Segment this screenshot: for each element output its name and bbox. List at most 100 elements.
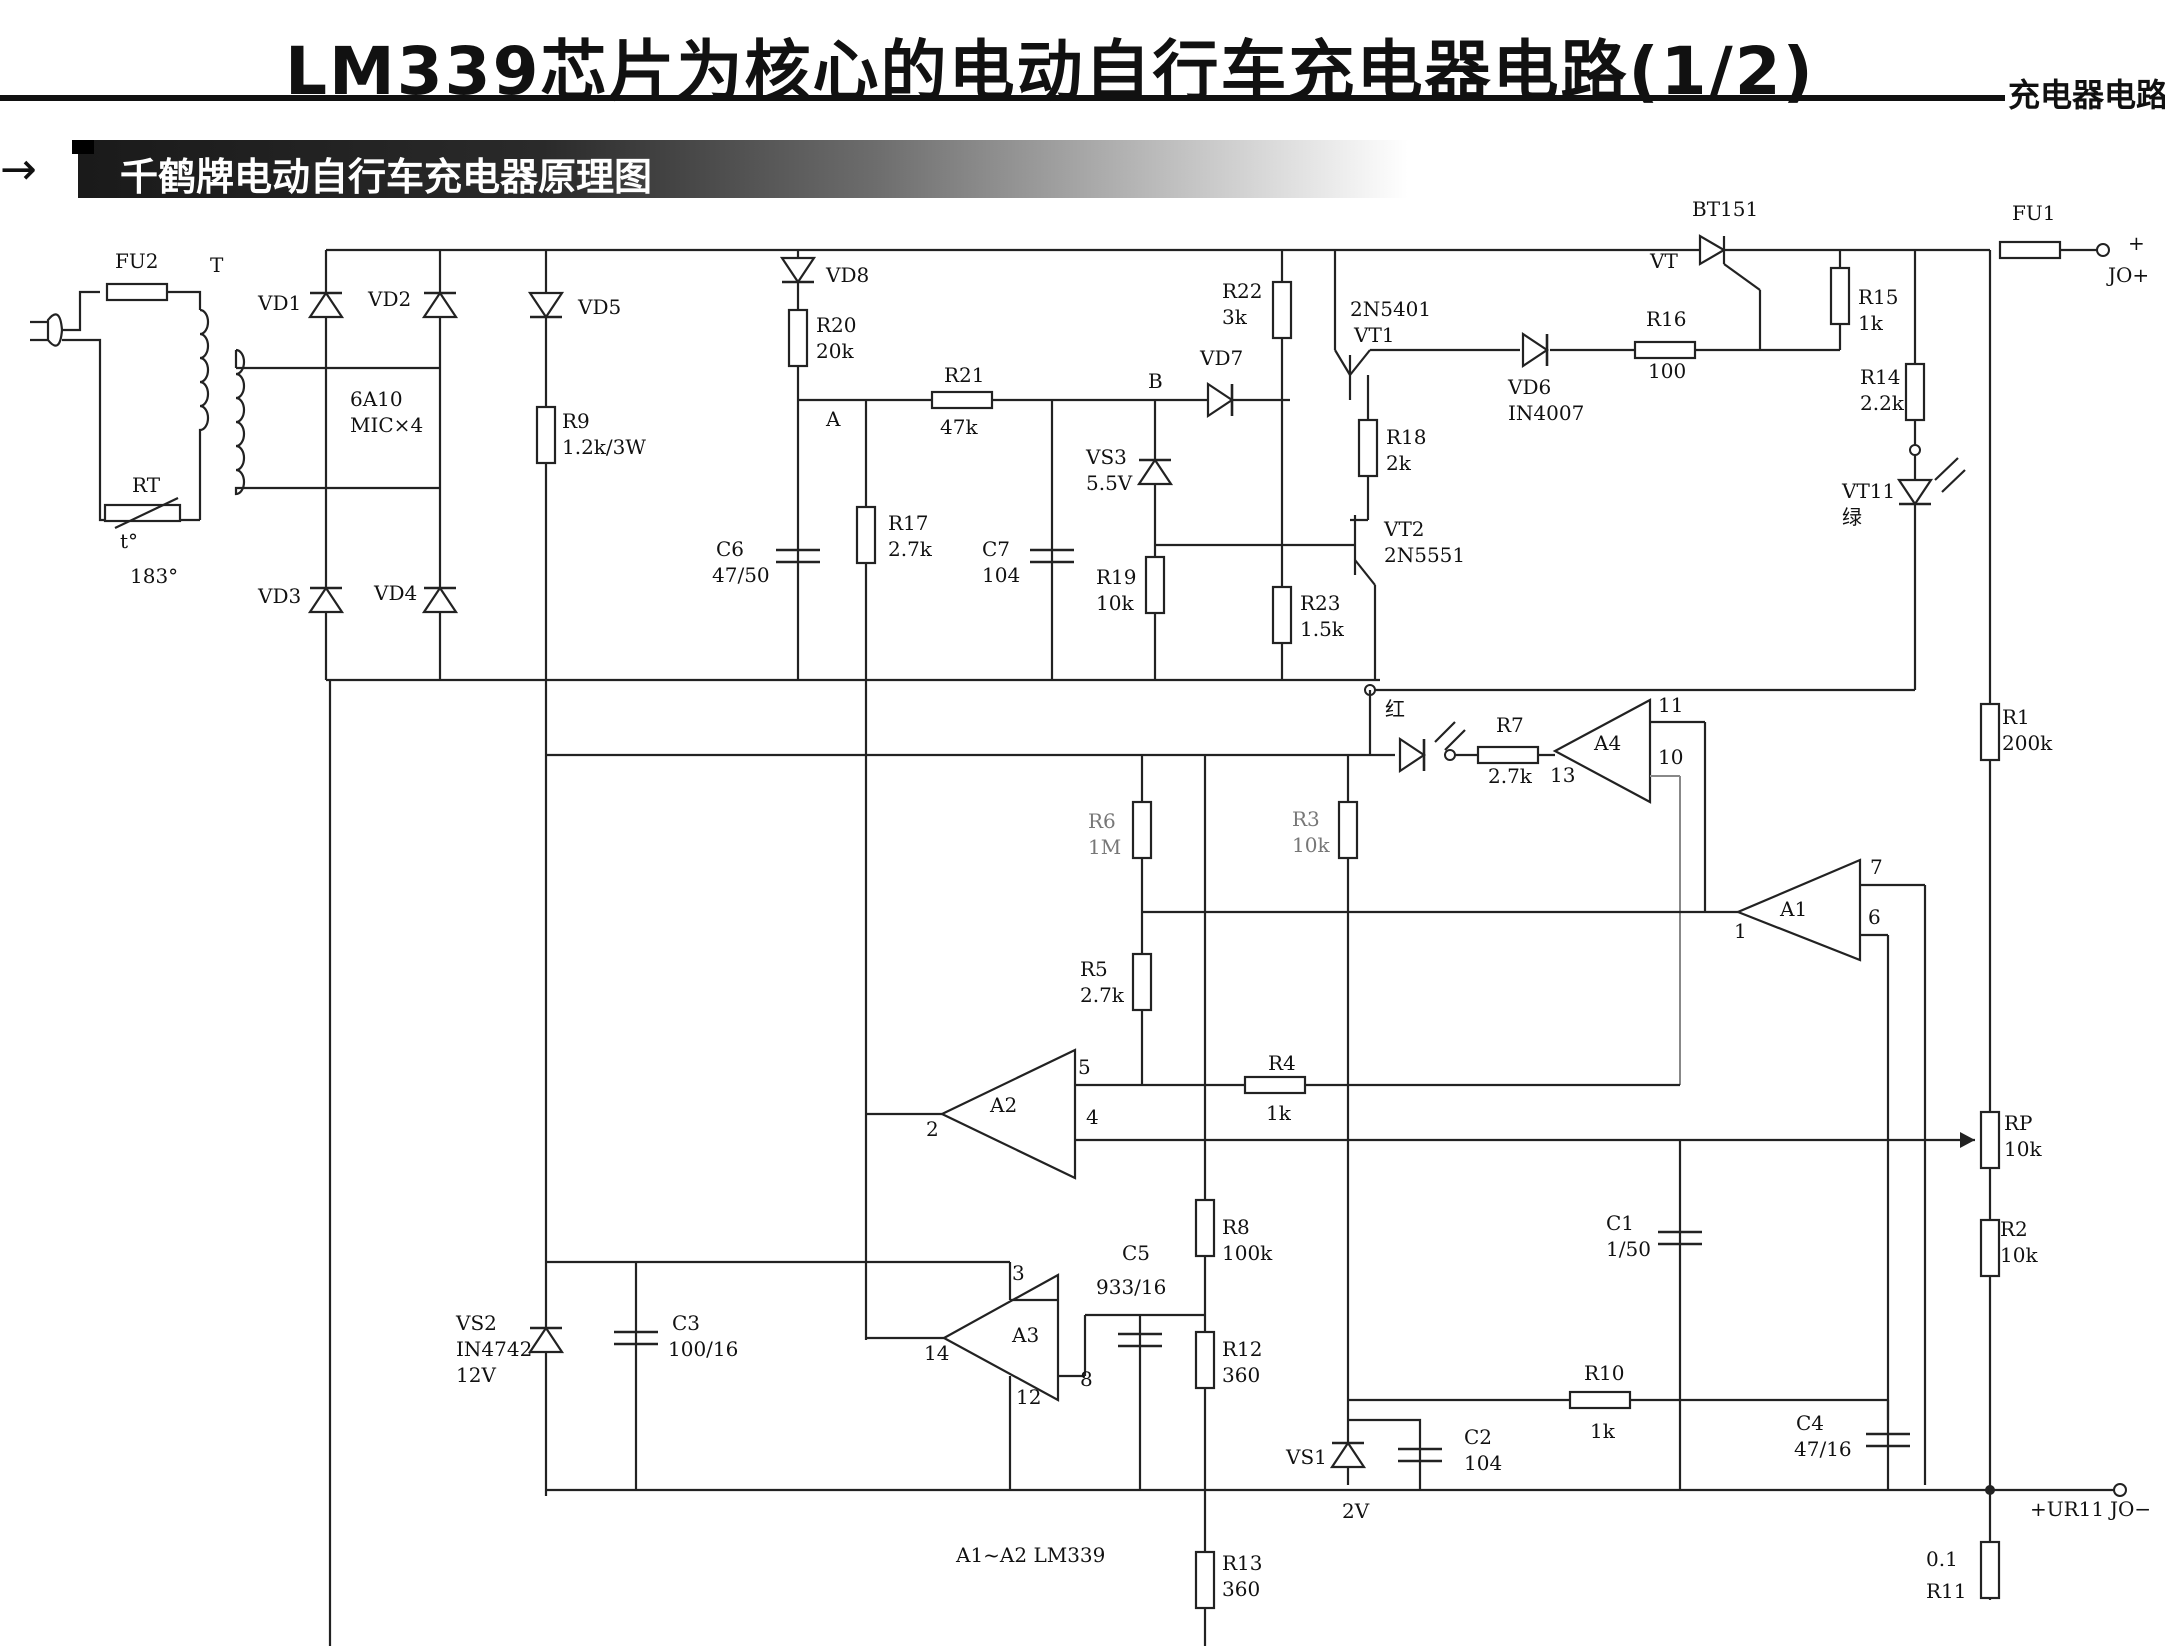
label-r7-val: 2.7k <box>1488 764 1533 788</box>
label-c5-val: 933/16 <box>1096 1275 1166 1299</box>
label-r15: R15 <box>1858 285 1899 309</box>
label-rp: RP <box>2004 1111 2033 1135</box>
label-r13: R13 <box>1222 1551 1263 1575</box>
label-a3-p14: 14 <box>924 1341 949 1365</box>
label-vd5: VD5 <box>577 295 621 319</box>
label-r8: R8 <box>1222 1215 1250 1239</box>
label-r21: R21 <box>944 363 985 387</box>
label-bridge-qty: MIC×4 <box>350 413 423 437</box>
label-vs2-val: IN4742 <box>456 1337 532 1361</box>
label-r15-val: 1k <box>1858 311 1884 335</box>
label-a4-p11: 11 <box>1658 693 1683 717</box>
label-rt-temp: 183° <box>130 564 178 588</box>
label-vt1: VT1 <box>1353 323 1395 347</box>
label-a1-p7: 7 <box>1870 855 1883 879</box>
label-r23: R23 <box>1300 591 1341 615</box>
label-c3: C3 <box>672 1311 700 1335</box>
label-t-symbol: t° <box>120 529 138 553</box>
label-c2-val: 104 <box>1464 1451 1502 1475</box>
label-bt151: BT151 <box>1692 200 1758 221</box>
label-vd8: VD8 <box>825 263 869 287</box>
label-a4: A4 <box>1593 731 1621 755</box>
label-r11: R11 <box>1926 1579 1967 1603</box>
label-vs1-v: 2V <box>1342 1499 1370 1523</box>
label-vs3-val: 5.5V <box>1086 471 1133 495</box>
label-vd7: VD7 <box>1199 346 1243 370</box>
label-a4-p10: 10 <box>1658 745 1683 769</box>
label-r18-val: 2k <box>1386 451 1412 475</box>
label-r14: R14 <box>1860 365 1901 389</box>
label-r22: R22 <box>1222 279 1263 303</box>
label-node-b: B <box>1148 369 1163 393</box>
label-r1-val: 200k <box>2002 731 2053 755</box>
label-r2-val: 10k <box>2000 1243 2038 1267</box>
section-tag: 充电器电路 <box>2008 76 2165 114</box>
label-a3-p8: 8 <box>1080 1367 1093 1391</box>
circuit-schematic: FU2 T RT t° 183° VD1 VD2 VD3 VD4 6A10 MI… <box>30 200 2151 1646</box>
label-r3: R3 <box>1292 807 1320 831</box>
label-r6-val: 1M <box>1088 835 1121 859</box>
label-vd1: VD1 <box>257 291 301 315</box>
label-r10: R10 <box>1584 1361 1625 1385</box>
label-c5: C5 <box>1122 1241 1150 1265</box>
subtitle: 千鹤牌电动自行车充电器原理图 <box>120 155 653 199</box>
label-c4: C4 <box>1796 1411 1824 1435</box>
label-r19: R19 <box>1096 565 1137 589</box>
label-a3-p3: 3 <box>1012 1261 1025 1285</box>
label-a2: A2 <box>989 1093 1017 1117</box>
label-jo-plus: JO+ <box>2106 263 2149 287</box>
label-ur11: +UR11 <box>2030 1497 2104 1521</box>
label-red: 红 <box>1385 697 1405 721</box>
label-r22-val: 3k <box>1222 305 1248 329</box>
label-r14-val: 2.2k <box>1860 391 1905 415</box>
label-r16-val: 100 <box>1648 359 1686 383</box>
label-r11-val: 0.1 <box>1926 1547 1958 1571</box>
label-rp-val: 10k <box>2004 1137 2042 1161</box>
label-r6: R6 <box>1088 809 1116 833</box>
label-vs2: VS2 <box>455 1311 497 1335</box>
label-vd6: VD6 <box>1507 375 1551 399</box>
label-a2-p2: 2 <box>926 1117 939 1141</box>
label-c2: C2 <box>1464 1425 1492 1449</box>
label-a1-p6: 6 <box>1868 905 1881 929</box>
label-r17-val: 2.7k <box>888 537 933 561</box>
label-rt: RT <box>132 473 161 497</box>
label-c4-val: 47/16 <box>1794 1437 1852 1461</box>
label-c7-val: 104 <box>982 563 1020 587</box>
label-bridge-type: 6A10 <box>350 387 403 411</box>
label-r23-val: 1.5k <box>1300 617 1345 641</box>
label-r12: R12 <box>1222 1337 1263 1361</box>
label-r9: R9 <box>562 409 590 433</box>
label-r2: R2 <box>2000 1217 2028 1241</box>
label-c7: C7 <box>982 537 1010 561</box>
label-fu1: FU1 <box>2012 201 2055 225</box>
vd5-r9-branch <box>528 250 564 1496</box>
label-vt1-type: 2N5401 <box>1350 297 1431 321</box>
input-section <box>30 282 440 529</box>
label-vt2: VT2 <box>1383 517 1425 541</box>
component-labels: FU2 T RT t° 183° VD1 VD2 VD3 VD4 6A10 MI… <box>115 200 2151 1603</box>
label-fu2: FU2 <box>115 249 158 273</box>
label-vt11-color: 绿 <box>1842 505 1862 529</box>
label-r20-val: 20k <box>816 339 854 363</box>
subtitle-banner <box>78 140 1408 198</box>
label-a3-p12: 12 <box>1016 1385 1041 1409</box>
label-r19-val: 10k <box>1096 591 1134 615</box>
label-r20: R20 <box>816 313 857 337</box>
label-vd4: VD4 <box>373 581 417 605</box>
label-a2-p4: 4 <box>1086 1105 1099 1129</box>
label-r10-val: 1k <box>1590 1419 1616 1443</box>
label-r17: R17 <box>888 511 929 535</box>
label-a1-p1: 1 <box>1734 919 1747 943</box>
timer-section <box>774 250 1310 1340</box>
label-c3-val: 100/16 <box>668 1337 738 1361</box>
label-r8-val: 100k <box>1222 1241 1273 1265</box>
label-a2-p5: 5 <box>1078 1055 1091 1079</box>
label-a4-p13: 13 <box>1550 763 1575 787</box>
title-rule <box>0 95 2005 101</box>
comparator-section <box>528 690 2127 1646</box>
label-vs1: VS1 <box>1285 1445 1327 1469</box>
label-r1: R1 <box>2002 705 2030 729</box>
label-r4: R4 <box>1268 1051 1296 1075</box>
